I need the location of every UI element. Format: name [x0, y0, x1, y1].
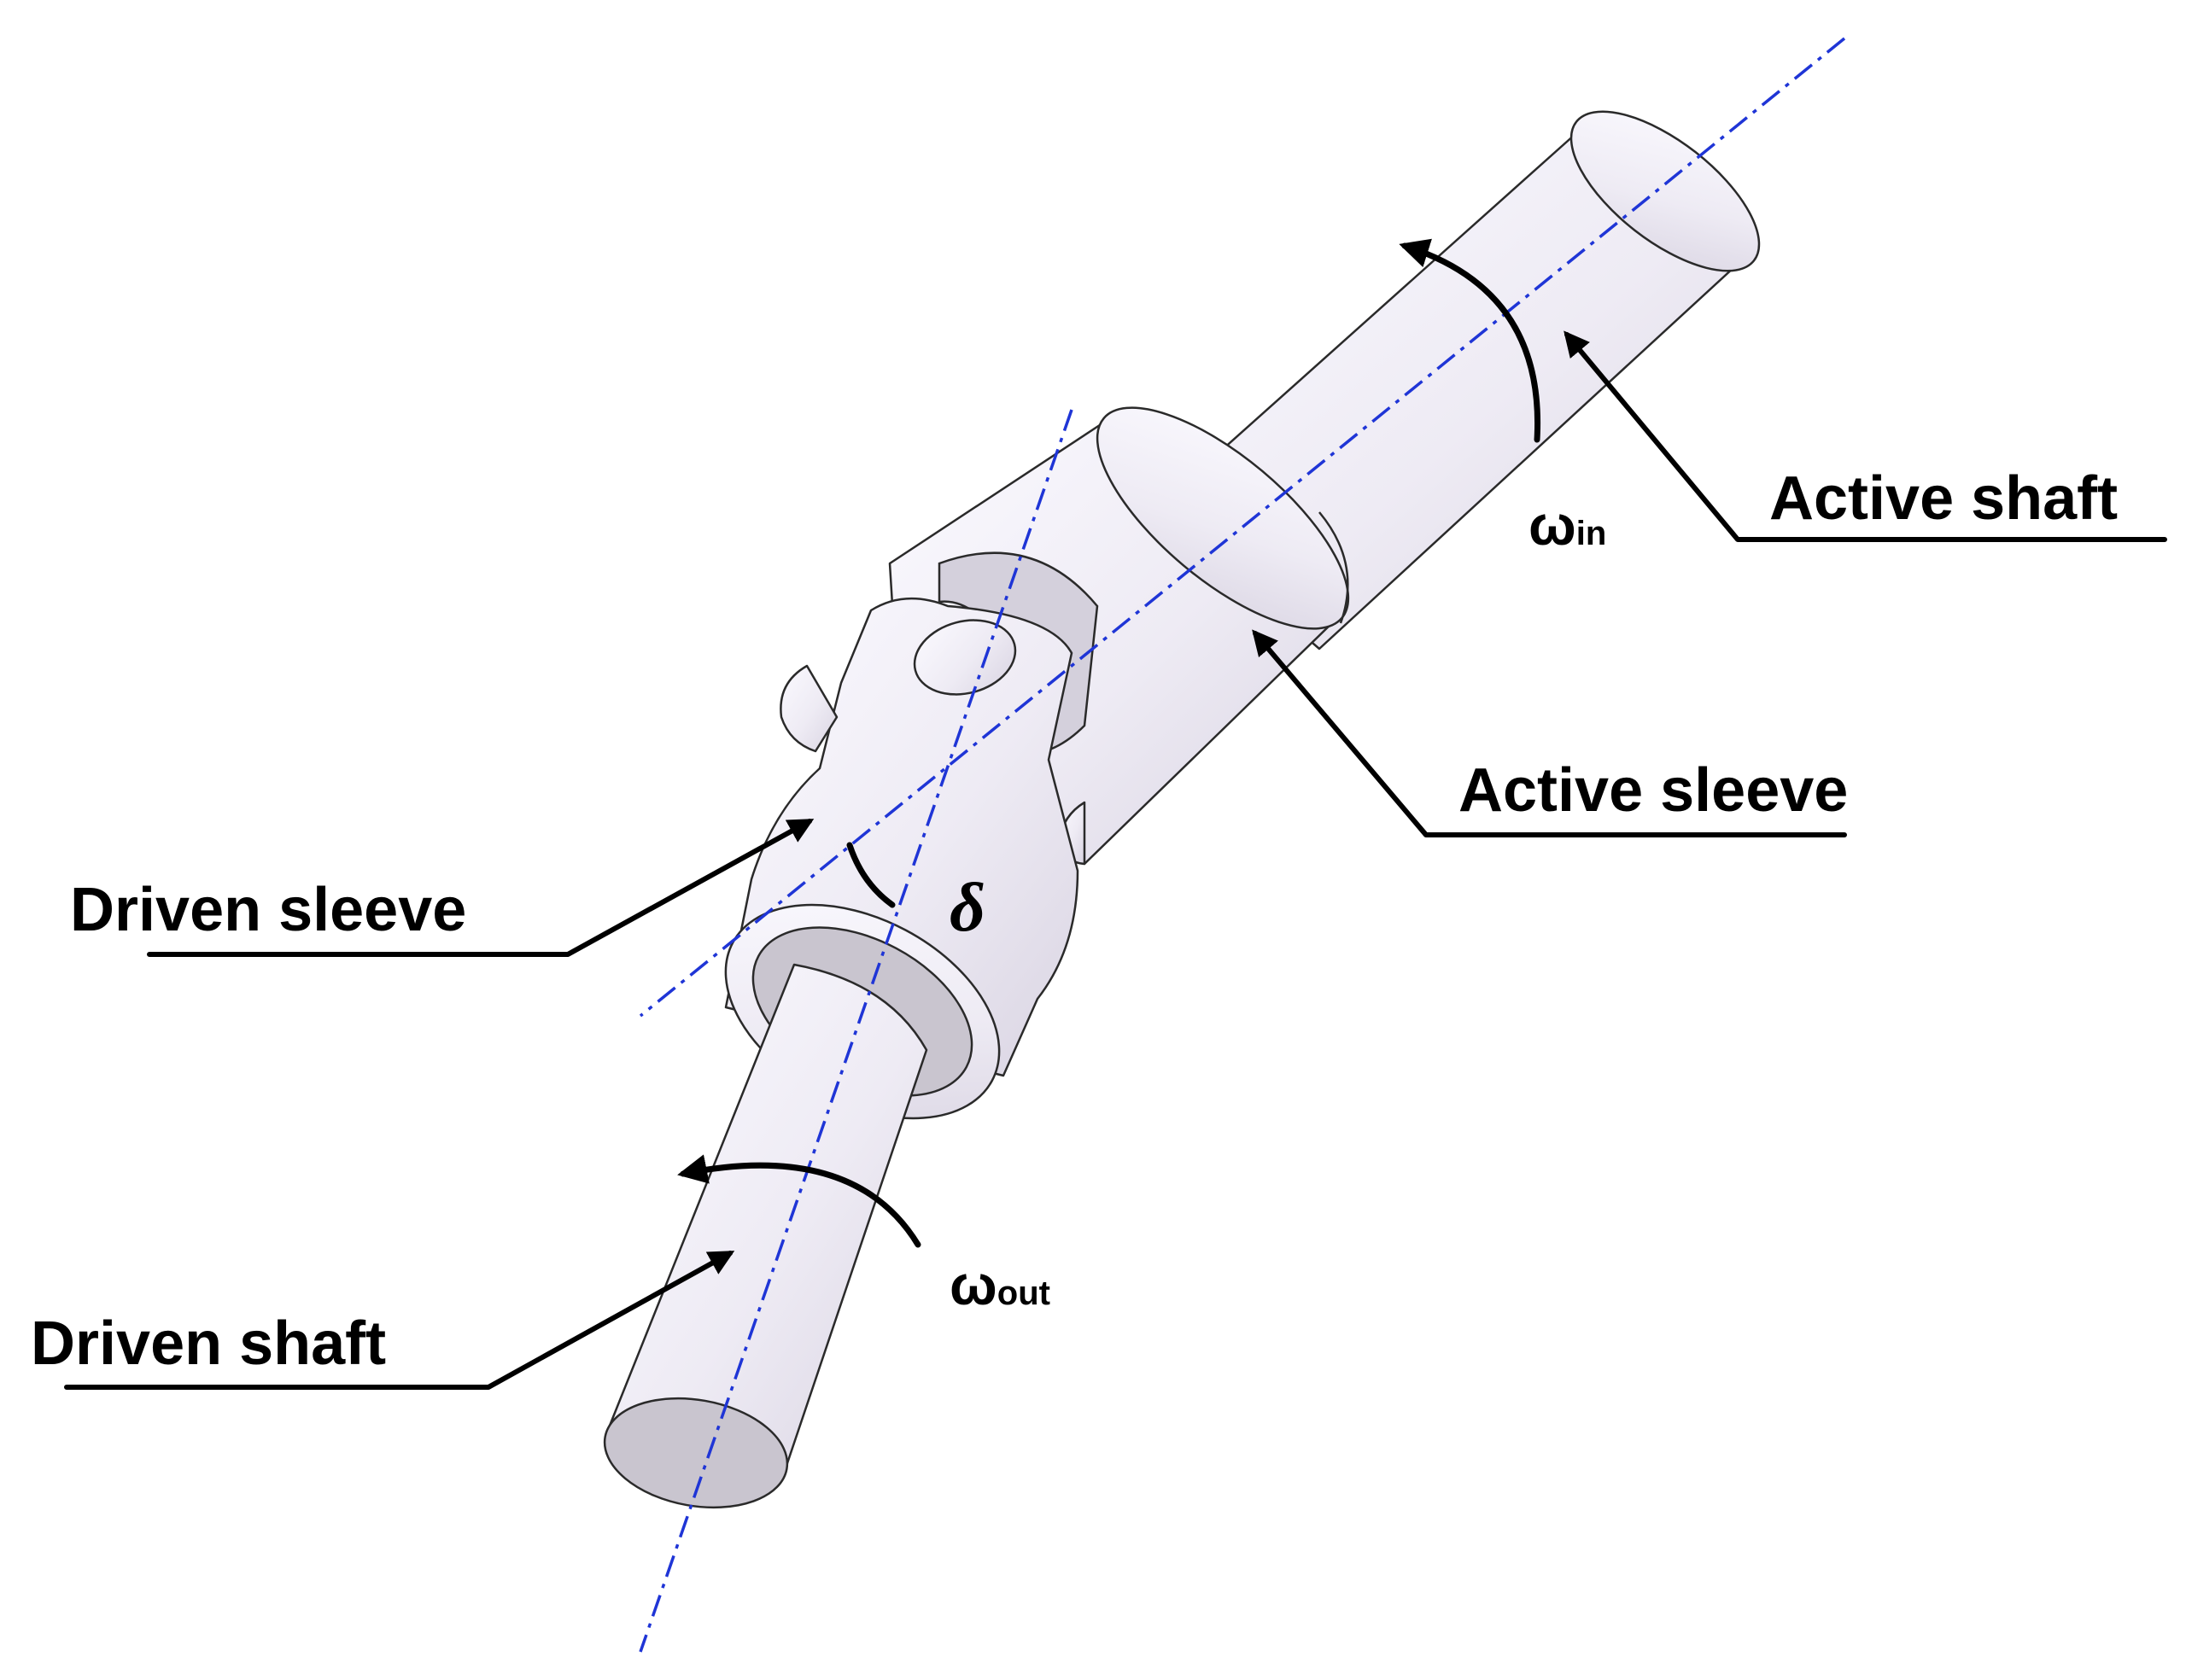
angle-arc [846, 842, 896, 908]
leader-active-shaft [1564, 330, 2167, 542]
input-rotation-arrow [1399, 238, 1541, 443]
leader-active-sleeve [1252, 629, 1847, 837]
driven-axis [639, 409, 1073, 1653]
leader-driven-sleeve [147, 819, 815, 957]
omega-in-label: ωin [1528, 493, 1606, 557]
output-rotation-arrow [677, 1154, 921, 1248]
driven-shaft [603, 963, 928, 1509]
rotation-axes [639, 37, 1846, 1653]
active-shaft-label: Active shaft [1769, 464, 2118, 533]
active-sleeve-label: Active sleeve [1458, 756, 1848, 825]
active-axis [639, 37, 1846, 1018]
leader-driven-shaft [64, 1251, 735, 1390]
delta-angle-label: δ [950, 868, 985, 946]
driven-sleeve-label: Driven sleeve [70, 876, 466, 944]
driven-shaft-label: Driven shaft [31, 1310, 386, 1378]
omega-out-label: ωout [950, 1253, 1050, 1316]
